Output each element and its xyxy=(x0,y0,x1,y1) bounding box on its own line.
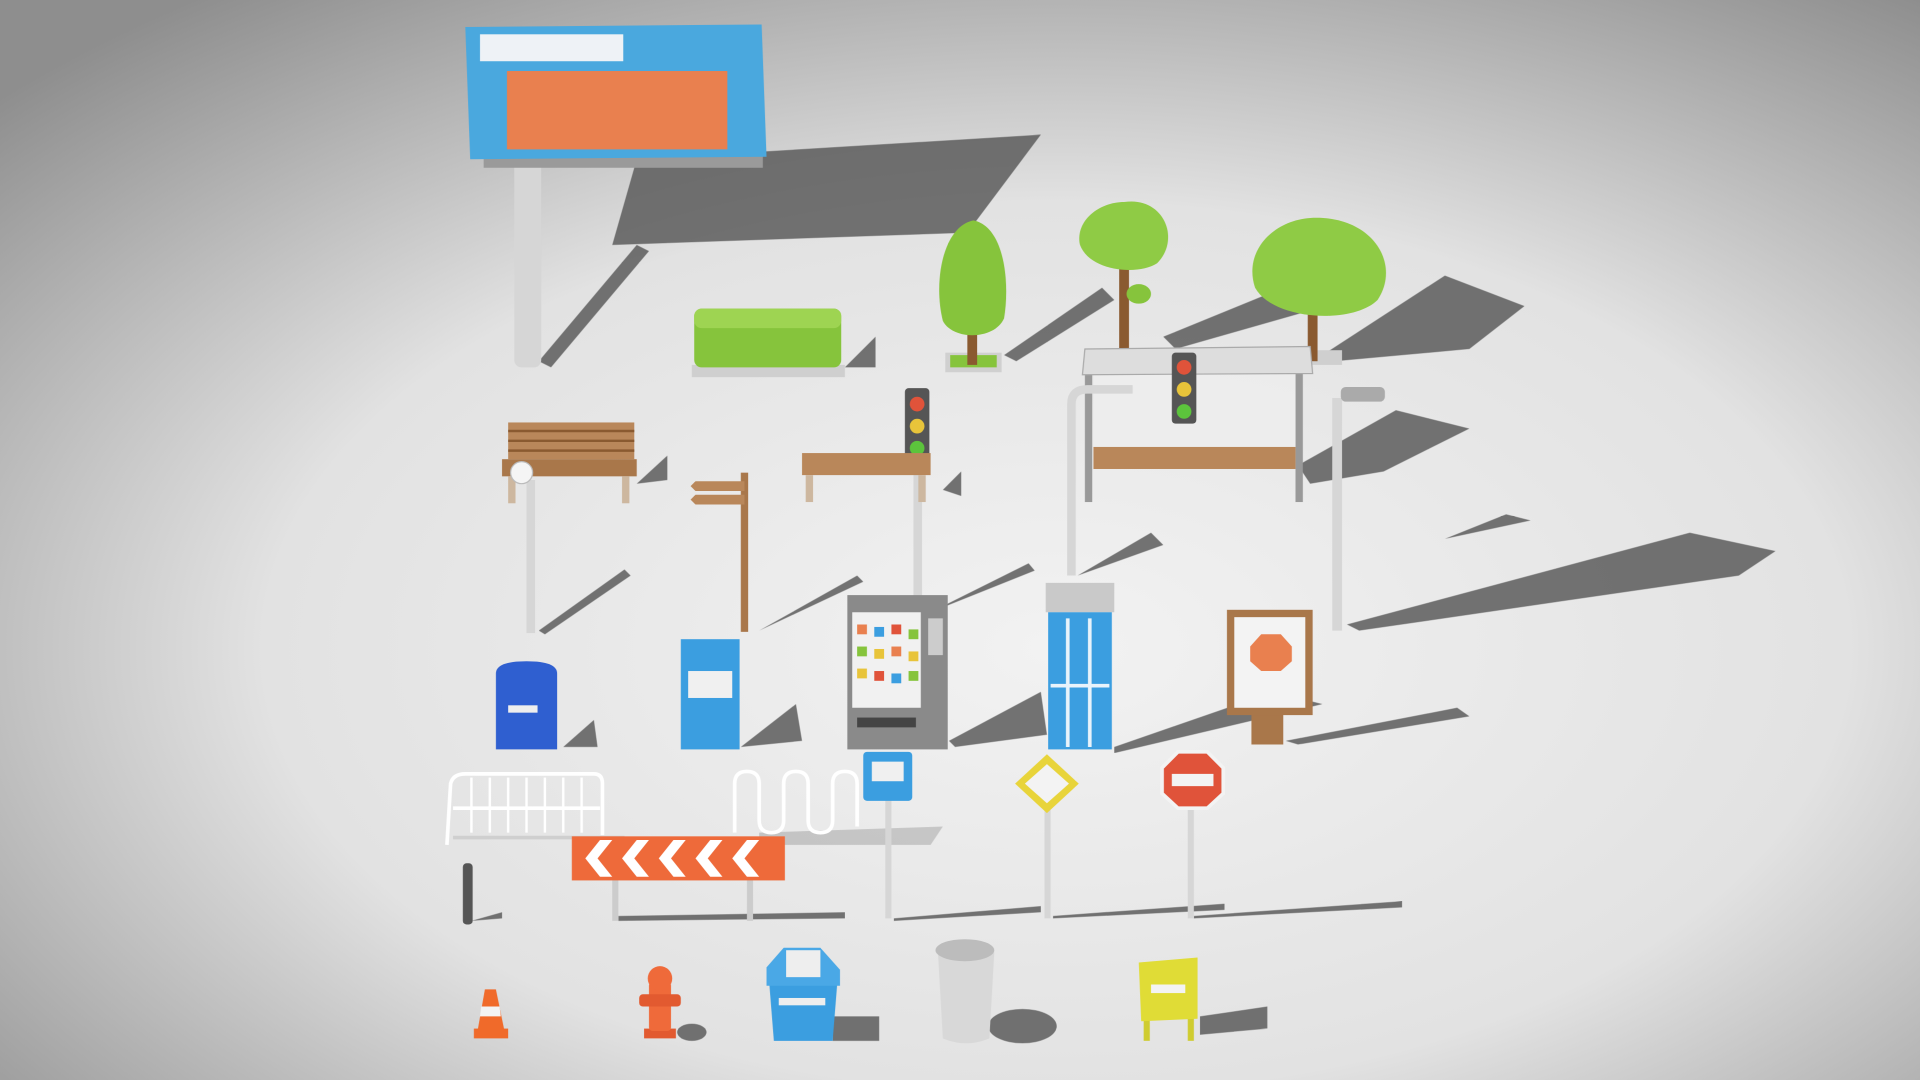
newspaper-box xyxy=(680,639,740,750)
priority-road-sign xyxy=(1015,754,1079,919)
tree-round xyxy=(1079,201,1169,349)
street-lamp-right xyxy=(1332,386,1385,631)
road-barrier xyxy=(571,836,785,921)
advertising-stand xyxy=(1226,609,1313,745)
trash-bin-blue xyxy=(766,947,840,1041)
traffic-light xyxy=(904,388,930,600)
globe-lamp xyxy=(509,461,536,634)
bollard xyxy=(462,863,473,925)
tree-tall xyxy=(939,220,1007,373)
trash-bin-yellow xyxy=(1138,957,1198,1041)
vending-machine xyxy=(847,595,948,750)
phone-booth xyxy=(1045,582,1115,750)
traffic-light-shelter xyxy=(1171,352,1197,424)
bike-rack xyxy=(732,769,859,835)
traffic-cone xyxy=(473,989,509,1039)
bench xyxy=(802,453,931,503)
street-lamp-left xyxy=(1067,385,1133,576)
trash-can-grey xyxy=(935,939,995,1044)
direction-signpost xyxy=(690,472,749,632)
mailbox xyxy=(495,661,558,750)
fire-hydrant xyxy=(639,966,681,1039)
bench-back xyxy=(502,422,637,504)
hedge xyxy=(691,308,845,378)
billboard xyxy=(465,24,767,368)
bus-stop-sign xyxy=(863,751,913,919)
no-entry-sign xyxy=(1160,750,1226,919)
